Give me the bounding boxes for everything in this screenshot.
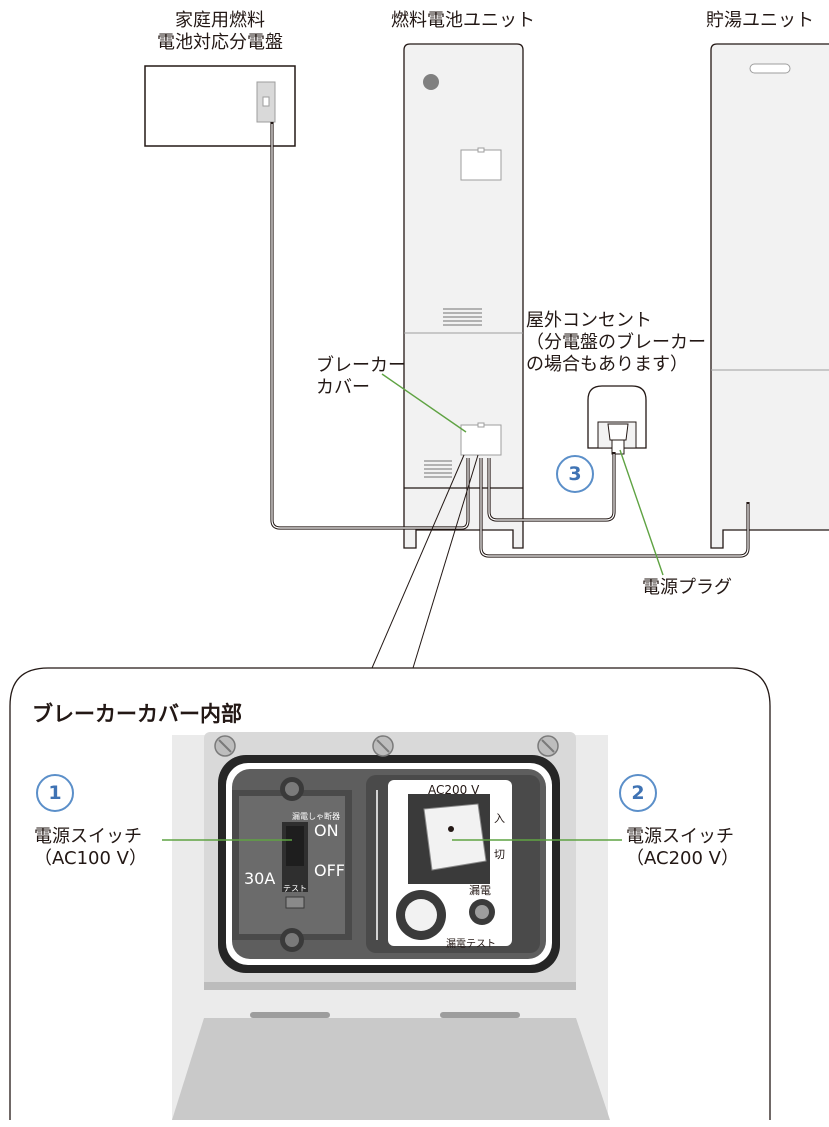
switch-ac200-label: 電源スイッチ （AC200 V）	[626, 826, 739, 869]
hot-water-unit-label: 貯湯ユニット	[706, 10, 814, 31]
hot-water-unit	[710, 43, 829, 549]
outdoor-outlet	[587, 385, 647, 455]
outdoor-outlet-label: 屋外コンセント （分電盤のブレーカー の場合もあります）	[526, 310, 706, 375]
breaker-test-label: テスト	[283, 884, 307, 893]
leader-lines	[381, 373, 664, 576]
fuel-cell-unit	[403, 43, 524, 549]
vent-lower	[424, 460, 452, 478]
breaker-off-label: OFF	[314, 861, 345, 880]
breaker-cover-label: ブレーカー カバー	[316, 355, 406, 398]
breaker-small-label: 漏電しゃ断器	[292, 812, 340, 821]
ac200-on-label: 入	[494, 812, 505, 825]
marker-2: 2	[619, 774, 657, 812]
distribution-board-label: 家庭用燃料 電池対応分電盤	[157, 10, 283, 53]
leak-test-label: 漏電テスト	[446, 939, 496, 950]
ac200-label: AC200 V	[428, 783, 480, 797]
breaker-on-label: ON	[314, 821, 339, 840]
breaker-cover-small	[460, 422, 502, 456]
distribution-board	[144, 65, 296, 147]
power-plug-label: 電源プラグ	[642, 577, 732, 598]
marker-3: 3	[556, 455, 594, 493]
breaker-amp-label: 30A	[244, 869, 276, 888]
vent-upper	[443, 308, 482, 326]
fuel-cell-unit-label: 燃料電池ユニット	[391, 10, 535, 31]
detail-title: ブレーカーカバー内部	[32, 702, 242, 726]
ac200-off-label: 切	[494, 848, 505, 861]
leak-label: 漏電	[469, 884, 491, 897]
zoom-wedge	[371, 454, 479, 669]
switch-ac100-label: 電源スイッチ （AC100 V）	[34, 826, 147, 869]
detail-illustration	[172, 732, 610, 1120]
marker-1: 1	[36, 774, 74, 812]
screw-icons	[214, 735, 559, 757]
